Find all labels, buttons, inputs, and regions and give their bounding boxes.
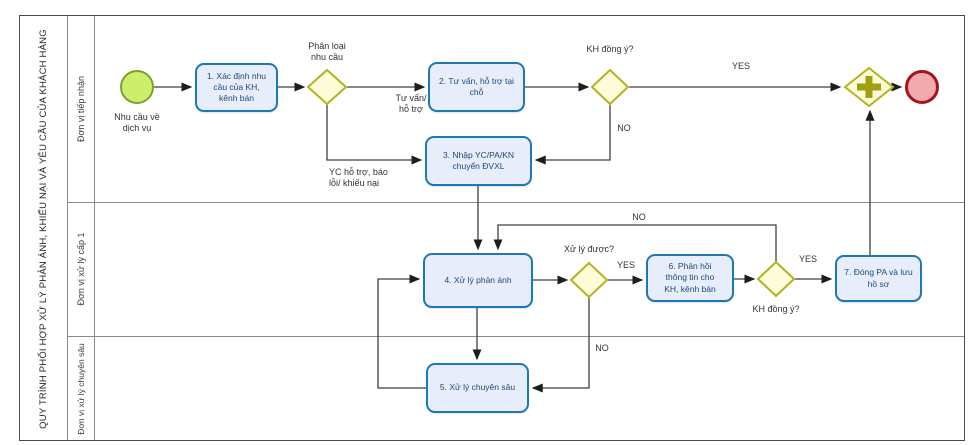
flow-g2-no-to-t3 <box>534 105 611 165</box>
pool-title-divider <box>67 16 69 440</box>
task-1-xac-dinh-nhu-cau: 1. Xác định nhu cầu của KH, kênh bán <box>195 63 278 112</box>
lane-label-divider <box>94 16 96 440</box>
gateway-phan-loai-label: Phân loại nhu cầu <box>308 41 346 63</box>
lane-divider-1 <box>67 202 964 204</box>
end-event <box>905 70 939 104</box>
gateway-kh-dong-y-2-label: KH đồng ý? <box>752 304 800 314</box>
flow-t5-to-t4 <box>377 274 426 389</box>
edge-label-no-1: NO <box>617 123 631 133</box>
task-2-tu-van-ho-tro: 2. Tư vấn, hỗ trợ tại chỗ <box>428 62 525 112</box>
gateway-kh-dong-y-2 <box>756 260 796 298</box>
flow-g3-no-to-t5 <box>531 297 590 393</box>
edge-label-tu-van: Tư vấn/ hỗ trợ <box>395 93 427 115</box>
task-5-xu-ly-chuyen-sau: 5. Xử lý chuyên sâu <box>426 363 529 413</box>
start-event <box>120 70 154 104</box>
start-event-label: Nhu cầu về dịch vụ <box>114 112 160 134</box>
edge-label-yes-1: YES <box>731 61 750 71</box>
edge-label-yc-ho-tro: YC hỗ trợ, báo lỗi/ khiếu nại <box>329 167 388 189</box>
gateway-phan-loai <box>306 68 348 106</box>
edge-label-yes-2: YES <box>616 260 635 270</box>
gateway-kh-dong-y-1 <box>590 68 630 106</box>
task-7-dong-pa-luu-ho-so: 7. Đóng PA và lưu hồ sơ <box>835 255 922 302</box>
edge-label-no-2: NO <box>632 212 646 222</box>
flow-g4-no-to-t4 <box>493 224 777 262</box>
flow-g1-to-t3 <box>326 104 423 165</box>
gateway-xu-ly-duoc <box>569 261 609 299</box>
task-4-xu-ly-phan-anh: 4. Xử lý phản ánh <box>423 253 533 308</box>
task-3-nhap-yc-pa-kn: 3. Nhập YC/PA/KN chuyển ĐVXL <box>425 136 532 186</box>
edge-label-no-3: NO <box>595 343 609 353</box>
plus-icon <box>857 76 881 98</box>
lane-divider-2 <box>67 336 964 338</box>
task-6-phan-hoi-thong-tin: 6. Phản hồi thông tin cho KH, kênh bán <box>646 254 734 302</box>
edge-label-yes-3: YES <box>798 254 817 264</box>
gateway-kh-dong-y-1-label: KH đồng ý? <box>586 44 634 54</box>
gateway-xu-ly-duoc-label: Xử lý được? <box>564 244 614 254</box>
